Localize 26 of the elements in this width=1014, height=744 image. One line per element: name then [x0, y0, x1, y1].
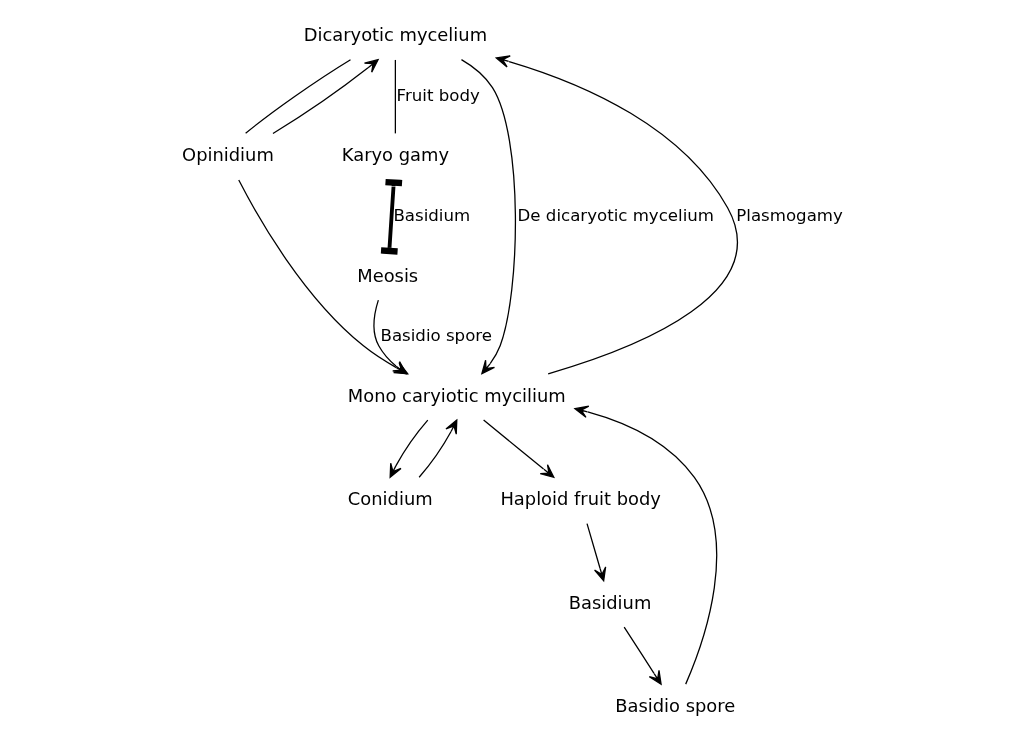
connector: [244, 59, 351, 134]
node-text: Meosis: [356, 264, 418, 286]
arrow: [271, 59, 379, 135]
connector: [394, 59, 396, 135]
edge-label: De dicaryotic mycelium: [517, 206, 714, 226]
node-text: Karyo gamy: [341, 144, 449, 166]
node-text: Mono caryiotic mycilium: [347, 384, 566, 406]
arrow: [482, 419, 554, 478]
arrow: [389, 419, 428, 478]
edge-label: Basidio spore: [380, 326, 492, 346]
arrow: [573, 405, 717, 685]
edge-label: Basidium: [392, 206, 470, 226]
node-text: Haploid fruit body: [499, 488, 661, 510]
node-text: Basidio spore: [614, 695, 735, 717]
node-text: Conidium: [347, 488, 433, 510]
connector: [380, 178, 402, 255]
node-text: Dicaryotic mycelium: [303, 24, 487, 46]
edge-label: Plasmogamy: [735, 206, 843, 226]
node-text: Basidium: [568, 591, 651, 613]
arrow: [585, 522, 606, 582]
edge-label: Fruit body: [396, 85, 480, 105]
node-text: Opinidium: [181, 144, 274, 166]
arrow: [418, 419, 457, 478]
arrow: [495, 55, 738, 375]
arrow: [623, 626, 662, 685]
arrow: [460, 59, 516, 375]
